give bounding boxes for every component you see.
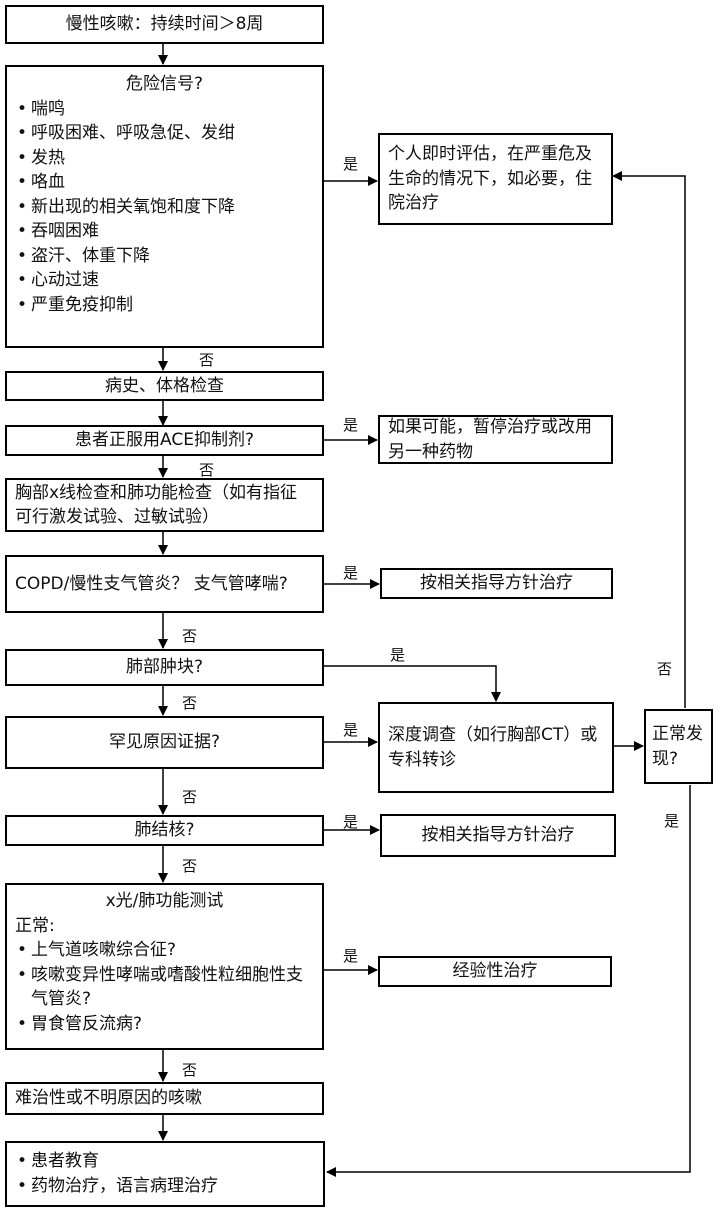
final-item: 药物治疗，语言病理治疗 bbox=[15, 1174, 315, 1199]
node-deep-text: 深度调查（如行胸部CT）或专科转诊 bbox=[388, 725, 598, 770]
danger-item: 发热 bbox=[15, 146, 314, 171]
xray-test-item: 上气道咳嗽综合征? bbox=[15, 938, 314, 963]
node-xray-lung-function: 胸部x线检查和肺功能检查（如有指征可行激发试验、过敏试验） bbox=[5, 478, 324, 532]
danger-list: 喘鸣 呼吸困难、呼吸急促、发绀 发热 咯血 新出现的相关氧饱和度下降 吞咽困难 … bbox=[15, 97, 314, 318]
node-urgent-assessment: 个人即时评估，在严重危及生命的情况下，如必要，住院治疗 bbox=[378, 133, 613, 225]
label-no-tb: 否 bbox=[182, 857, 198, 875]
node-empirical-text: 经验性治疗 bbox=[452, 961, 538, 982]
danger-item: 吞咽困难 bbox=[15, 219, 314, 244]
node-lung-mass: 肺部肿块? bbox=[5, 649, 324, 686]
label-yes-danger: 是 bbox=[343, 155, 359, 173]
node-tb-text: 肺结核? bbox=[134, 820, 195, 841]
label-yes-rare: 是 bbox=[343, 721, 359, 739]
node-history-text: 病史、体格检查 bbox=[105, 375, 224, 396]
final-list: 患者教育 药物治疗，语言病理治疗 bbox=[15, 1149, 315, 1198]
node-final-care: 患者教育 药物治疗，语言病理治疗 bbox=[5, 1141, 325, 1207]
label-no-tumor: 否 bbox=[182, 694, 198, 712]
node-refractory-text: 难治性或不明原因的咳嗽 bbox=[15, 1088, 202, 1109]
node-danger-signs: 危险信号? 喘鸣 呼吸困难、呼吸急促、发绀 发热 咯血 新出现的相关氧饱和度下降… bbox=[5, 65, 324, 348]
label-no-ace: 否 bbox=[199, 461, 215, 479]
node-ace-text: 患者正服用ACE抑制剂? bbox=[75, 430, 254, 451]
node-start: 慢性咳嗽：持续时间＞8周 bbox=[5, 5, 324, 44]
label-no-copd: 否 bbox=[182, 627, 198, 645]
node-history-exam: 病史、体格检查 bbox=[5, 371, 324, 401]
xray-test-list: 上气道咳嗽综合征? 咳嗽变异性哮喘或嗜酸性粒细胞性支气管炎? 胃食管反流病? bbox=[15, 938, 314, 1036]
node-xray-test-title: x光/肺功能测试 bbox=[105, 891, 224, 911]
label-no-xraytest: 否 bbox=[182, 1061, 198, 1079]
node-tb-action-text: 按相关指导方针治疗 bbox=[421, 825, 575, 846]
danger-item: 盗汗、体重下降 bbox=[15, 244, 314, 269]
node-normal-finding: 正常发现? bbox=[644, 709, 713, 784]
node-copd-action-text: 按相关指导方针治疗 bbox=[420, 573, 573, 594]
node-copd-asthma: COPD/慢性支气管炎？ 支气管哮喘? bbox=[5, 555, 324, 613]
node-xray-test-subtitle: 正常: bbox=[15, 915, 55, 936]
node-copd-action: 按相关指导方针治疗 bbox=[380, 568, 613, 599]
xray-test-item: 咳嗽变异性哮喘或嗜酸性粒细胞性支气管炎? bbox=[15, 963, 314, 1012]
danger-item: 严重免疫抑制 bbox=[15, 293, 314, 318]
label-yes-ace: 是 bbox=[343, 416, 359, 434]
final-item: 患者教育 bbox=[15, 1149, 315, 1174]
node-empirical-treatment: 经验性治疗 bbox=[378, 956, 612, 987]
node-ace-inhibitor: 患者正服用ACE抑制剂? bbox=[5, 425, 324, 456]
label-yes-copd: 是 bbox=[343, 564, 359, 582]
label-yes-normal: 是 bbox=[664, 812, 680, 830]
danger-item: 新出现的相关氧饱和度下降 bbox=[15, 195, 314, 220]
node-tumor-text: 肺部肿块? bbox=[125, 657, 204, 678]
node-start-text: 慢性咳嗽：持续时间＞8周 bbox=[65, 14, 264, 35]
danger-item: 心动过速 bbox=[15, 268, 314, 293]
danger-item: 喘鸣 bbox=[15, 97, 314, 122]
node-ace-action: 如果可能，暂停治疗或改用另一种药物 bbox=[378, 415, 613, 464]
node-copd-text: COPD/慢性支气管炎？ 支气管哮喘? bbox=[15, 573, 288, 594]
label-no-normal: 否 bbox=[657, 660, 673, 678]
danger-item: 咯血 bbox=[15, 170, 314, 195]
arrow-tumor-deep bbox=[324, 665, 501, 702]
node-ace-action-text: 如果可能，暂停治疗或改用另一种药物 bbox=[388, 417, 592, 462]
label-yes-tb: 是 bbox=[343, 813, 359, 831]
label-no-danger: 否 bbox=[199, 351, 215, 369]
node-refractory-cough: 难治性或不明原因的咳嗽 bbox=[5, 1082, 324, 1115]
node-xray-test: x光/肺功能测试 正常: 上气道咳嗽综合征? 咳嗽变异性哮喘或嗜酸性粒细胞性支气… bbox=[5, 883, 324, 1050]
node-xray-text: 胸部x线检查和肺功能检查（如有指征可行激发试验、过敏试验） bbox=[15, 482, 298, 528]
node-deep-investigation: 深度调查（如行胸部CT）或专科转诊 bbox=[378, 702, 614, 793]
arrow-normal-final bbox=[326, 785, 691, 1177]
node-rare-text: 罕见原因证据? bbox=[108, 732, 221, 753]
node-urgent-text: 个人即时评估，在严重危及生命的情况下，如必要，住院治疗 bbox=[388, 144, 592, 214]
node-tb-action: 按相关指导方针治疗 bbox=[380, 814, 616, 857]
label-no-rare: 否 bbox=[182, 788, 198, 806]
arrow-normal-urgent bbox=[612, 171, 686, 708]
xray-test-item: 胃食管反流病? bbox=[15, 1012, 314, 1037]
node-danger-title: 危险信号? bbox=[125, 74, 204, 94]
node-normal-text: 正常发现? bbox=[652, 724, 703, 769]
label-yes-tumor: 是 bbox=[390, 646, 406, 664]
node-rare-cause: 罕见原因证据? bbox=[5, 716, 324, 769]
node-tuberculosis: 肺结核? bbox=[5, 815, 324, 846]
danger-item: 呼吸困难、呼吸急促、发绀 bbox=[15, 121, 314, 146]
label-yes-xraytest: 是 bbox=[343, 947, 359, 965]
